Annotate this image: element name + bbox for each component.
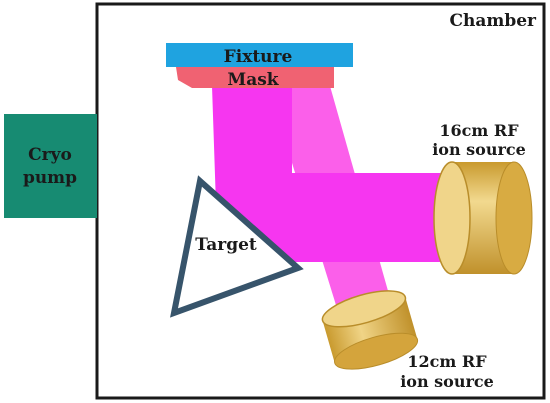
mask — [176, 67, 334, 88]
target-label: Target — [195, 235, 257, 255]
chamber-label: Chamber — [449, 11, 537, 31]
ion-source-16cm-label-line2: ion source — [432, 140, 526, 159]
ion-source-12cm-label-line1: 12cm RF — [407, 352, 487, 371]
cryo-pump — [4, 114, 97, 218]
ion-source-16cm — [433, 161, 533, 275]
ion-source-16cm-label-line1: 16cm RF — [439, 121, 519, 140]
target — [170, 175, 304, 318]
cryo-pump-label-line2: pump — [23, 168, 77, 188]
ion-source-12cm-label-line2: ion source — [400, 372, 494, 391]
mask-label: Mask — [227, 70, 279, 90]
ion-beam-16cm — [212, 86, 447, 262]
fixture — [166, 43, 353, 67]
cryo-pump-label-line1: Cryo — [28, 145, 72, 165]
ion-source-12cm — [321, 290, 419, 370]
fixture-label: Fixture — [224, 47, 293, 67]
